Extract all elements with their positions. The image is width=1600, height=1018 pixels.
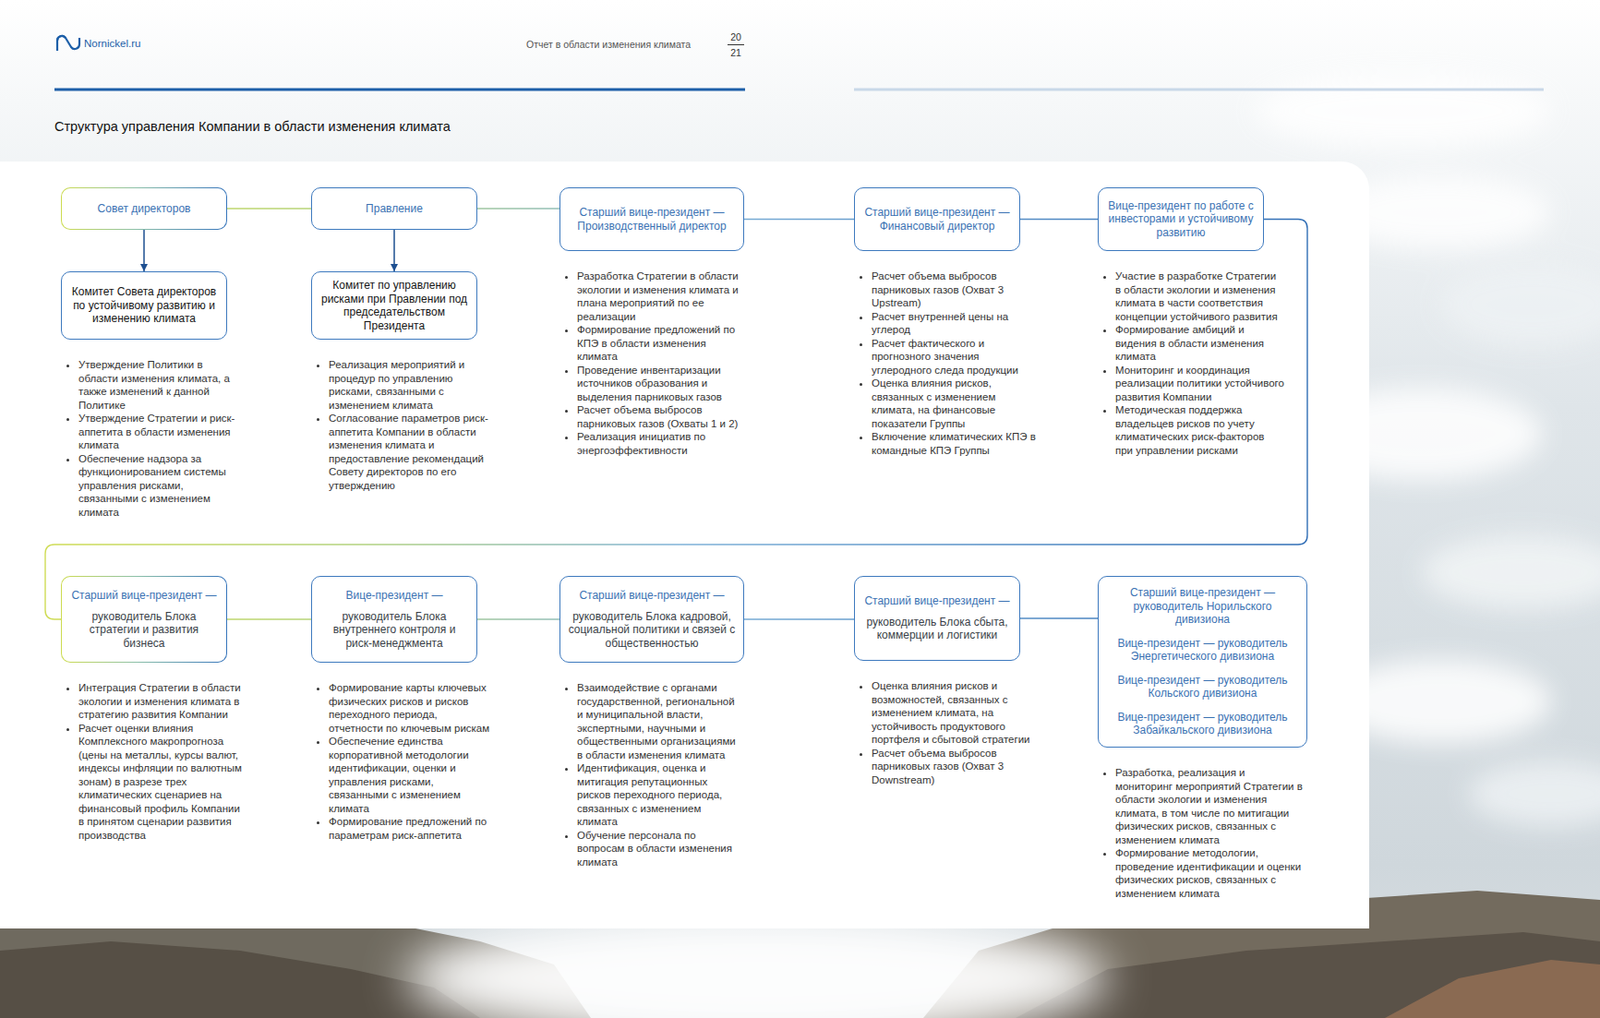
page-divider [727,44,745,46]
responsibility-item: Интеграция Стратегии в области экологии … [78,681,244,722]
page-number: 21 [727,47,745,59]
responsibility-list: Формирование карты ключевых физических р… [312,681,494,843]
responsibility-item: Реализация мероприятий и процедур по упр… [328,358,494,412]
box-heading: Старший вице-президент — [864,594,1010,609]
responsibility-list: Утверждение Политики в области изменения… [62,358,244,519]
connector-line [744,618,855,620]
responsibility-item: Утверждение Политики в области изменения… [78,358,244,412]
responsibility-item: Оценка влияния рисков, связанных с измен… [871,376,1037,431]
division-box: Старший вице-президент — руководитель Но… [1097,576,1308,748]
role-box: Старший вице-президент — руководитель Бло… [559,576,745,663]
responsibility-item: Расчет объема выбросов парниковых газов … [871,269,1037,311]
responsibility-list: Взаимодействие с органами государственно… [561,681,743,869]
connector-line [227,207,312,209]
header-rule [854,88,1544,92]
responsibility-item: Идентификация, оценка и митигация репута… [577,761,743,830]
box-heading: Старший вице-президент — Производственны… [566,205,737,233]
connector-line [1020,218,1098,220]
box-text: Вице-президент — руководитель Забайкальс… [1105,710,1300,738]
responsibility-item: Расчет оценки влияния Комплексного макро… [78,721,244,843]
responsibility-list: Реализация мероприятий и процедур по упр… [312,358,494,493]
arrow-connector [143,229,145,272]
responsibility-item: Расчет внутренней цены на углерод [871,310,1037,337]
responsibility-item: Формирование карты ключевых физических р… [328,681,494,735]
box-text: Вице-президент — руководитель Кольского … [1105,673,1300,701]
responsibility-item: Расчет фактического и прогнозного значен… [871,336,1037,378]
role-box: Старший вице-президент — Производственны… [559,187,745,252]
responsibility-item: Обучение персонала по вопросам в области… [577,829,743,870]
logo-mark [57,36,80,51]
responsibility-item: Методическая поддержка владельцев рисков… [1115,403,1285,458]
box-heading: Совет директоров [97,202,192,217]
box-heading: Вице-президент по работе с инвесторами и… [1105,199,1257,241]
connector-line [477,207,560,209]
role-box: Вице-президент — руководитель Блока внутр… [311,576,478,663]
responsibility-item: Обеспечение единства корпоративной метод… [328,734,494,816]
report-title: Отчет в области изменения климата [526,38,691,50]
responsibility-item: Мониторинг и координация реализации поли… [1115,363,1285,405]
connector-line [45,219,1308,621]
box-heading: Комитет по управлению рисками при Правле… [318,278,470,333]
connector-line [1020,617,1098,619]
diagram-title: Структура управления Компании в области … [54,119,451,134]
box-text: руководитель Блока сбыта, коммерции и ло… [861,615,1013,643]
role-box: Старший вице-президент — Финансовый дире… [854,187,1021,252]
connector-line [744,218,855,220]
responsibility-item: Согласование параметров риск-аппетита Ко… [328,411,494,493]
responsibility-list: Интеграция Стратегии в области экологии … [62,681,244,843]
responsibility-item: Разработка Стратегии в области экологии … [577,269,743,324]
box-heading: Вице-президент — [345,589,443,603]
arrow-connector [393,229,396,272]
box-heading: Правление [365,202,423,217]
responsibility-item: Оценка влияния рисков и возможностей, св… [871,679,1037,747]
responsibility-list: Разработка, реализация и мониторинг меро… [1099,766,1305,901]
responsibility-list: Расчет объема выбросов парниковых газов … [855,269,1037,458]
responsibility-item: Взаимодействие с органами государственно… [577,681,743,762]
box-text: Вице-президент — руководитель Энергетиче… [1105,637,1300,664]
responsibility-item: Утверждение Стратегии и риск-аппетита в … [78,411,244,453]
responsibility-item: Включение климатических КПЭ в командные … [871,430,1037,458]
box-heading: Старший вице-президент — руководитель Но… [1105,586,1300,627]
box-heading: Старший вице-президент — Финансовый дире… [861,205,1013,233]
page-number: 20 [727,31,745,43]
role-box: Совет директоров [60,187,228,230]
header-rule [54,88,746,92]
responsibility-item: Формирование методологии, проведение иде… [1115,846,1305,901]
role-box: Старший вице-президент — руководитель Бло… [854,576,1021,662]
box-text: руководитель Блока внутреннего контроля … [318,610,470,651]
box-heading: Старший вице-президент — [71,589,217,603]
responsibility-item: Обеспечение надзора за функционированием… [78,452,244,520]
responsibility-item: Участие в разработке Стратегии в области… [1115,269,1285,324]
responsibility-item: Расчет объема выбросов парниковых газов … [871,746,1037,788]
responsibility-item: Разработка, реализация и мониторинг меро… [1115,766,1305,847]
role-box: Старший вице-президент — руководитель Бло… [60,576,228,663]
role-box: Вице-президент по работе с инвесторами и… [1097,187,1264,252]
role-box: Правление [311,187,478,230]
committee-box: Комитет Совета директоров по устойчивому… [60,271,228,340]
responsibility-item: Реализация инициатив по энергоэффективно… [577,430,743,458]
responsibility-item: Расчет объема выбросов парниковых газов … [577,403,743,431]
connector-line [227,618,312,620]
responsibility-list: Разработка Стратегии в области экологии … [561,269,743,458]
box-heading: Старший вице-президент — [578,589,724,603]
responsibility-list: Оценка влияния рисков и возможностей, св… [855,679,1037,787]
responsibility-item: Формирование предложений по параметрам р… [328,815,494,843]
box-heading: Комитет Совета директоров по устойчивому… [68,285,220,326]
connector-line [477,618,560,620]
site-link: Nornickel.ru [84,37,141,49]
responsibility-list: Участие в разработке Стратегии в области… [1099,269,1285,458]
box-text: руководитель Блока кадровой, социальной … [566,610,737,651]
responsibility-item: Формирование предложений по КПЭ в област… [577,323,743,364]
responsibility-item: Формирование амбиций и видения в области… [1115,323,1285,364]
box-text: руководитель Блока стратегии и развития … [68,610,220,651]
committee-box: Комитет по управлению рисками при Правле… [311,271,478,340]
responsibility-item: Проведение инвентаризации источников обр… [577,363,743,405]
